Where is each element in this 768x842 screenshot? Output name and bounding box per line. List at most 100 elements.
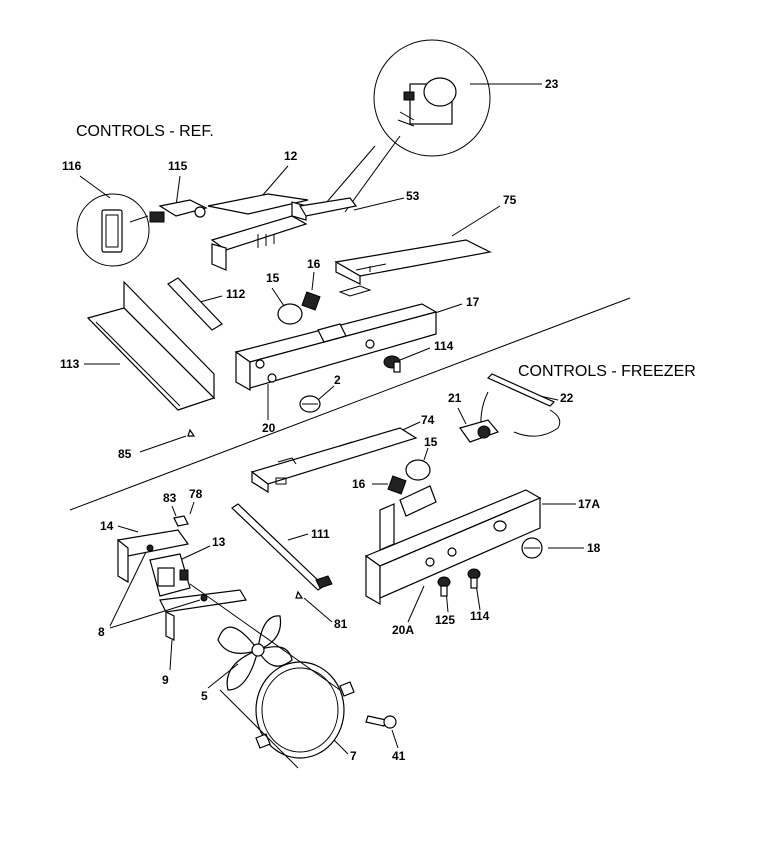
control-housing-ref xyxy=(207,193,358,271)
leader-16-ref xyxy=(311,271,315,291)
assembly-axis-line-a xyxy=(189,583,341,691)
knob-18 xyxy=(521,537,543,559)
leader-switch-to-circle xyxy=(129,215,149,223)
leader-8a xyxy=(109,551,147,627)
leader-15-freezer xyxy=(423,447,429,461)
leader-78 xyxy=(189,501,195,515)
leader-21 xyxy=(457,407,467,425)
label-14: 14 xyxy=(100,519,114,533)
knob-114-ref xyxy=(383,355,401,373)
label-74: 74 xyxy=(421,413,435,427)
label-113: 113 xyxy=(60,357,80,371)
label-16-freezer: 16 xyxy=(352,477,366,491)
clip-83 xyxy=(173,515,189,527)
leader-circle-to-part-2 xyxy=(319,145,376,211)
fan-shroud-ring-7 xyxy=(255,661,355,759)
leader-20A xyxy=(407,585,425,623)
label-53: 53 xyxy=(406,189,420,203)
label-8: 8 xyxy=(98,625,105,639)
label-15-ref: 15 xyxy=(266,271,280,285)
label-125: 125 xyxy=(435,613,455,627)
control-panel-17A xyxy=(364,485,542,606)
label-12: 12 xyxy=(284,149,298,163)
label-83: 83 xyxy=(163,491,177,505)
screw-81 xyxy=(295,590,304,599)
label-15-freezer: 15 xyxy=(424,435,438,449)
label-2: 2 xyxy=(334,373,341,387)
label-114-ref: 114 xyxy=(434,339,454,353)
label-111: 111 xyxy=(311,527,330,541)
wire-harness-111 xyxy=(231,503,333,591)
knob-2 xyxy=(299,395,321,413)
leader-9 xyxy=(169,639,173,671)
thermostat-21 xyxy=(459,419,500,443)
leader-5 xyxy=(207,663,239,689)
label-22: 22 xyxy=(560,391,574,405)
screw-41 xyxy=(365,715,397,729)
leader-83 xyxy=(171,505,177,517)
switch-detail-circle xyxy=(76,193,150,267)
leader-41 xyxy=(391,729,399,749)
leader-8b xyxy=(109,599,201,629)
label-78: 78 xyxy=(189,487,203,501)
fan-blade-5 xyxy=(217,615,293,691)
title-controls-freezer: CONTROLS - FREEZER xyxy=(518,363,696,380)
leader-2 xyxy=(317,385,335,401)
label-114-freezer: 114 xyxy=(470,609,490,623)
leader-7 xyxy=(333,739,349,755)
control-panel-17 xyxy=(234,303,438,392)
leader-111 xyxy=(287,533,309,541)
label-23: 23 xyxy=(545,77,559,91)
control-bracket-75 xyxy=(334,239,492,297)
label-116: 116 xyxy=(62,159,82,173)
leader-114-ref xyxy=(399,347,431,361)
knob-125 xyxy=(437,576,451,597)
shield-113 xyxy=(86,280,216,411)
label-21: 21 xyxy=(448,391,462,405)
label-5: 5 xyxy=(201,689,208,703)
title-controls-ref: CONTROLS - REF. xyxy=(76,123,214,140)
lamp-socket-freezer xyxy=(387,475,407,495)
section-divider xyxy=(69,297,631,511)
leader-14 xyxy=(117,525,139,533)
lamp-bulb-ref xyxy=(277,303,303,325)
assembly-axis-line-b xyxy=(219,689,299,769)
leader-81 xyxy=(303,597,333,623)
label-16-ref: 16 xyxy=(307,257,321,271)
lamp-bulb-freezer xyxy=(405,459,431,481)
knob-114-freezer xyxy=(467,568,481,589)
label-17: 17 xyxy=(466,295,480,309)
label-75: 75 xyxy=(503,193,517,207)
label-9: 9 xyxy=(162,673,169,687)
label-18: 18 xyxy=(587,541,601,555)
rod-112 xyxy=(167,277,223,331)
leader-15-ref xyxy=(271,287,285,307)
label-13: 13 xyxy=(212,535,226,549)
fan-motor-13 xyxy=(149,553,191,597)
timer-detail-circle xyxy=(373,39,491,157)
leader-53 xyxy=(353,197,405,211)
leader-13 xyxy=(179,545,211,561)
control-bracket-74 xyxy=(250,427,418,494)
label-7: 7 xyxy=(350,749,357,763)
label-20A: 20A xyxy=(392,623,414,637)
label-17A: 17A xyxy=(578,497,600,511)
label-115: 115 xyxy=(168,159,188,173)
lamp-socket-ref xyxy=(301,291,321,311)
screw-85 xyxy=(187,428,196,437)
leader-circle-to-part xyxy=(344,135,401,213)
label-85: 85 xyxy=(118,447,132,461)
leader-116 xyxy=(79,175,111,199)
label-112: 112 xyxy=(226,287,246,301)
label-81: 81 xyxy=(334,617,348,631)
leader-12 xyxy=(261,165,289,197)
leader-112 xyxy=(199,295,223,303)
label-20: 20 xyxy=(262,421,276,435)
light-switch-part xyxy=(149,199,208,223)
fan-bracket-14 xyxy=(117,529,247,641)
leader-85 xyxy=(139,435,187,453)
leader-115 xyxy=(175,175,181,207)
label-41: 41 xyxy=(392,749,406,763)
